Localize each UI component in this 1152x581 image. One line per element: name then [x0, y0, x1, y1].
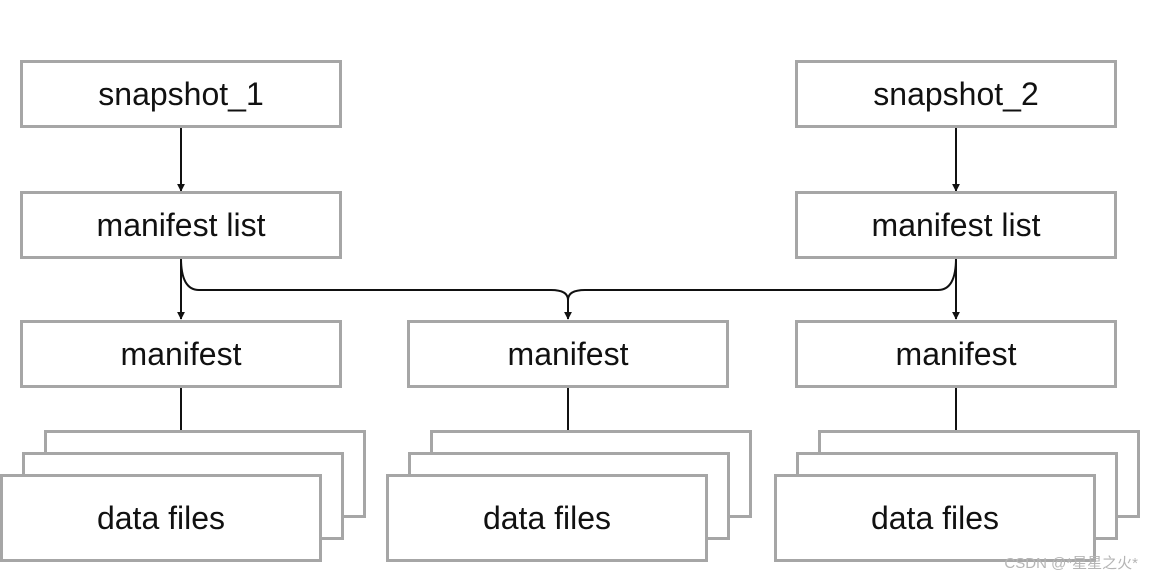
data-files-2-label: data files	[482, 499, 612, 536]
data-files-1-label: data files	[96, 499, 226, 536]
manifest-2-box: manifest	[407, 320, 729, 388]
data-files-3-box: data files	[774, 474, 1096, 562]
watermark: CSDN @*星星之火*	[1004, 555, 1138, 572]
snapshot-2-label: snapshot_2	[873, 75, 1039, 112]
manifest-list-1-label: manifest list	[96, 206, 266, 243]
snapshot-1-label: snapshot_1	[98, 75, 264, 112]
manifest-2-label: manifest	[507, 335, 629, 372]
manifest-3-box: manifest	[795, 320, 1117, 388]
snapshot-1-box: snapshot_1	[20, 60, 342, 128]
bracket-left-branch	[180, 257, 569, 301]
manifest-1-label: manifest	[120, 335, 242, 372]
bracket-right-branch	[567, 257, 957, 301]
manifest-list-2-label: manifest list	[871, 206, 1041, 243]
manifest-list-1-box: manifest list	[20, 191, 342, 259]
data-files-3-label: data files	[870, 499, 1000, 536]
data-files-2-box: data files	[386, 474, 708, 562]
manifest-3-label: manifest	[895, 335, 1017, 372]
manifest-list-2-box: manifest list	[795, 191, 1117, 259]
manifest-1-box: manifest	[20, 320, 342, 388]
data-files-1-box: data files	[0, 474, 322, 562]
snapshot-2-box: snapshot_2	[795, 60, 1117, 128]
